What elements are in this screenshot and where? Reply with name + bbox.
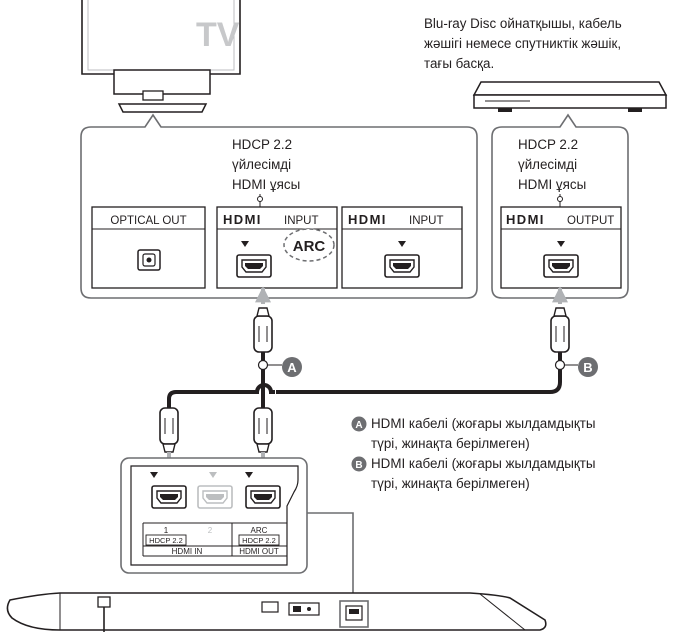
tv-input-label-2: INPUT: [409, 215, 444, 227]
cable-a-badge: A: [282, 357, 302, 377]
tv-arc-label: ARC: [293, 238, 326, 255]
player-description-line-3: тағы басқа.: [424, 56, 494, 71]
player-hdcp-line-2: үйлесімді: [518, 157, 577, 172]
tv-hdmi-input-arc-port[interactable]: HDMI INPUT ARC: [216, 206, 338, 289]
soundbar-hdmi-out-label: HDMI OUT: [239, 547, 279, 556]
cable-a: [159, 286, 282, 453]
soundbar-panel: 1 HDCP 2.2 2 ARC HDCP 2.2 HDMI IN HDMI O…: [120, 457, 308, 574]
soundbar-hdmi-out-arc-port[interactable]: [245, 485, 281, 509]
soundbar-arc-label: ARC: [251, 526, 268, 535]
legend-b-line-1: HDMI кабелі (жоғары жылдамдықты: [371, 456, 595, 471]
cable-b-badge: B: [578, 357, 598, 377]
player-illustration: [472, 81, 668, 112]
soundbar-hdmi-in-2-port[interactable]: [197, 485, 233, 509]
legend-a-line-1: HDMI кабелі (жоғары жылдамдықты: [371, 416, 595, 431]
tv-hdmi-logo-1: HDMI: [223, 212, 262, 227]
player-hdmi-logo: HDMI: [506, 212, 545, 227]
soundbar-illustration: [6, 592, 547, 632]
player-panel: HDCP 2.2 үйлесімді HDMI ұясы HDMI OUTPUT: [491, 113, 629, 299]
tv-hdmi-logo-2: HDMI: [348, 212, 387, 227]
soundbar-hdmi-in-label: HDMI IN: [172, 547, 203, 556]
optical-out-port[interactable]: OPTICAL OUT: [91, 206, 206, 289]
player-hdcp-line-1: HDCP 2.2: [518, 137, 578, 152]
cable-legend: A HDMI кабелі (жоғары жылдамдықты түрі, …: [351, 416, 595, 491]
legend-b-line-2: түрі, жинақта берілмеген): [371, 476, 530, 491]
player-description-line-2: жәшігі немесе спутниктік жәшік,: [424, 36, 621, 51]
soundbar-port1-number: 1: [164, 526, 169, 535]
tv-port-arrow-1: [241, 241, 249, 247]
arc-highlight: [283, 228, 335, 262]
tv-hdcp-line-3: HDMI ұясы: [232, 177, 300, 192]
player-hdcp-line-3: HDMI ұясы: [518, 177, 586, 192]
tv-label: TV: [196, 16, 240, 54]
player-port-arrow: [557, 241, 565, 247]
legend-b-badge: B: [355, 460, 362, 471]
tv-hdmi-input-port[interactable]: HDMI INPUT: [341, 206, 463, 289]
player-hdmi-output-port[interactable]: HDMI OUTPUT: [500, 206, 622, 289]
optical-out-label: OPTICAL OUT: [110, 215, 186, 227]
cable-b-badge-label: B: [583, 360, 592, 375]
cable-b: [276, 286, 578, 394]
tv-hdcp-line-2: үйлесімді: [232, 157, 291, 172]
legend-a-line-2: түрі, жинақта берілмеген): [371, 436, 530, 451]
tv-illustration: TV: [81, 0, 241, 113]
legend-a-badge: A: [355, 420, 362, 431]
soundbar-port1-hdcp: HDCP 2.2: [149, 536, 183, 545]
tv-input-label-1: INPUT: [284, 215, 319, 227]
player-description: Blu-ray Disc ойнатқышы, кабель жәшігі не…: [424, 16, 622, 71]
tv-port-arrow-2: [398, 241, 406, 247]
soundbar-arc-hdcp: HDCP 2.2: [242, 536, 276, 545]
cable-a-badge-label: A: [287, 360, 297, 375]
soundbar-hdmi-in-1-port[interactable]: [151, 485, 187, 509]
player-description-line-1: Blu-ray Disc ойнатқышы, кабель: [424, 16, 622, 31]
tv-panel: HDCP 2.2 үйлесімді HDMI ұясы OPTICAL OUT…: [80, 113, 478, 299]
tv-hdcp-line-1: HDCP 2.2: [232, 137, 292, 152]
soundbar-port2-number: 2: [208, 526, 213, 535]
player-output-label: OUTPUT: [567, 215, 614, 227]
